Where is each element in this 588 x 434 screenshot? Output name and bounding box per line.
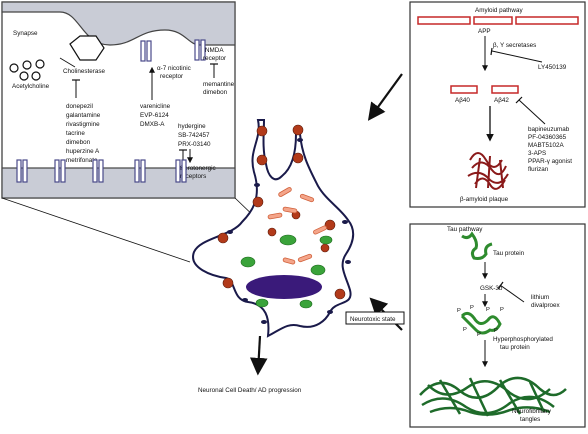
ab40-fragment-icon bbox=[450, 85, 478, 94]
drug-donepezil: donepezil bbox=[66, 103, 93, 110]
drug-flurizan: flurizan bbox=[528, 166, 549, 173]
drug-galantamine: galantamine bbox=[66, 112, 101, 119]
drug-dimebon: dimebon bbox=[66, 139, 91, 146]
drug-dimebon-nmda: dimebon bbox=[203, 89, 228, 96]
acetylcholine-label: Acetylcholine bbox=[12, 83, 50, 90]
tau-protein-icon bbox=[461, 231, 493, 260]
kinase-label: GSK-3b bbox=[480, 285, 503, 292]
svg-text:P: P bbox=[494, 328, 498, 334]
drug-prx: PRX-03140 bbox=[178, 141, 211, 148]
hyper-label-1: Hyperphosphorylated bbox=[493, 336, 553, 343]
drug-lithium: lithium bbox=[531, 294, 549, 301]
svg-text:P: P bbox=[457, 308, 461, 314]
drug-metrifonate: metrifonate bbox=[66, 157, 98, 164]
nmda-label-1: NMDA bbox=[205, 47, 224, 54]
synapse-title: Synapse bbox=[13, 30, 38, 37]
nucleus bbox=[246, 275, 322, 299]
app-label: APP bbox=[478, 28, 491, 35]
drug-memantine: memantine bbox=[203, 81, 235, 88]
svg-text:P: P bbox=[470, 305, 474, 311]
secretases-label: β, Υ secretases bbox=[493, 42, 536, 49]
drug-rivastigmine: rivastigmine bbox=[66, 121, 100, 128]
neurotoxic-state-box bbox=[345, 311, 405, 325]
amyloid-plaque-icon bbox=[467, 152, 509, 190]
serotonergic-label-2: receptors bbox=[180, 173, 206, 180]
cholinesterase-hexagon-icon bbox=[69, 35, 105, 61]
tau-panel: Tau pathway Tau protein GSK-3b lithium d… bbox=[409, 223, 586, 428]
hyperphosphorylated-tau-icon: P P P P P P P bbox=[457, 305, 504, 338]
neuron: Neurotoxic state Neuronal Cell Death/ AD… bbox=[192, 119, 405, 394]
neurofibrillary-tangles-icon bbox=[419, 376, 567, 417]
tangles-label-2: tangles bbox=[520, 416, 540, 423]
nicotinic-label-2: receptor bbox=[160, 73, 183, 80]
drug-mabt: MABT5102A bbox=[528, 142, 564, 149]
nmda-label-2: receptor bbox=[203, 55, 226, 62]
membrane-receptors bbox=[227, 138, 351, 324]
postsynaptic-receptors bbox=[16, 159, 187, 183]
svg-text:P: P bbox=[463, 327, 467, 333]
serotonergic-label-1: Serotonergic bbox=[180, 165, 216, 172]
ab42-fragment-icon bbox=[491, 85, 519, 94]
svg-text:P: P bbox=[477, 332, 481, 338]
drug-hydergine: hydergine bbox=[178, 123, 206, 130]
tau-protein-label: Tau protein bbox=[493, 250, 525, 257]
tangles-label-1: Neurofibrillary bbox=[512, 408, 552, 415]
amyloid-title: Amyloid pathway bbox=[475, 7, 523, 14]
secretase-inhibitor: LY450139 bbox=[538, 64, 567, 71]
neurotoxic-state-label: Neurotoxic state bbox=[350, 316, 396, 323]
cholinesterase-drug-list: donepezil galantamine rivastigmine tacri… bbox=[66, 103, 101, 164]
neuron-amyloid-plaques bbox=[217, 124, 346, 300]
nicotinic-label-1: α-7 nicotinic bbox=[157, 65, 191, 72]
drug-ppar: PPAR-γ agonist bbox=[528, 158, 572, 165]
postsynaptic-membrane bbox=[1, 167, 236, 199]
presynaptic-receptors bbox=[140, 39, 206, 62]
drug-varenicline: varenicline bbox=[140, 103, 171, 110]
app-protein-icon bbox=[417, 16, 579, 25]
ab42-label: Aβ42 bbox=[494, 97, 509, 104]
drug-divalproex: divalproex bbox=[531, 302, 561, 309]
drug-evp: EVP-6124 bbox=[140, 112, 169, 119]
neuron-tau-tangles bbox=[240, 234, 333, 309]
svg-text:P: P bbox=[486, 307, 490, 313]
amyloid-panel: Amyloid pathway APP β, Υ secretases LY45… bbox=[409, 1, 586, 208]
drug-pf: PF-04360365 bbox=[528, 134, 567, 141]
ab40-label: Aβ40 bbox=[455, 97, 470, 104]
drug-huperzine: huperzine A bbox=[66, 148, 100, 155]
acetylcholine-molecules-icon bbox=[9, 59, 45, 81]
plaque-label: β-amyloid plaque bbox=[460, 196, 509, 203]
drug-tacrine: tacrine bbox=[66, 130, 85, 137]
outcome-label: Neuronal Cell Death/ AD progression bbox=[198, 387, 302, 394]
amyloid-to-neuron-arrow bbox=[367, 73, 403, 121]
neuron-amyloid-fragments bbox=[267, 187, 327, 265]
svg-text:P: P bbox=[500, 307, 504, 313]
tau-title: Tau pathway bbox=[447, 226, 483, 233]
ab42-drug-list: bapineuzumab PF-04360365 MABT5102A 3-APS… bbox=[528, 126, 572, 173]
synapse-panel: Synapse Acetylcholine Cholinesterase don… bbox=[1, 1, 236, 199]
drug-bapineuzumab: bapineuzumab bbox=[528, 126, 570, 133]
hyper-label-2: tau protein bbox=[500, 344, 530, 351]
drug-dmxb: DMXB-A bbox=[140, 121, 165, 128]
drug-sb: SB-742457 bbox=[178, 132, 210, 139]
cell-death-arrow bbox=[249, 335, 268, 376]
cholinesterase-label: Cholinesterase bbox=[63, 68, 106, 75]
drug-3aps: 3-APS bbox=[528, 150, 546, 157]
